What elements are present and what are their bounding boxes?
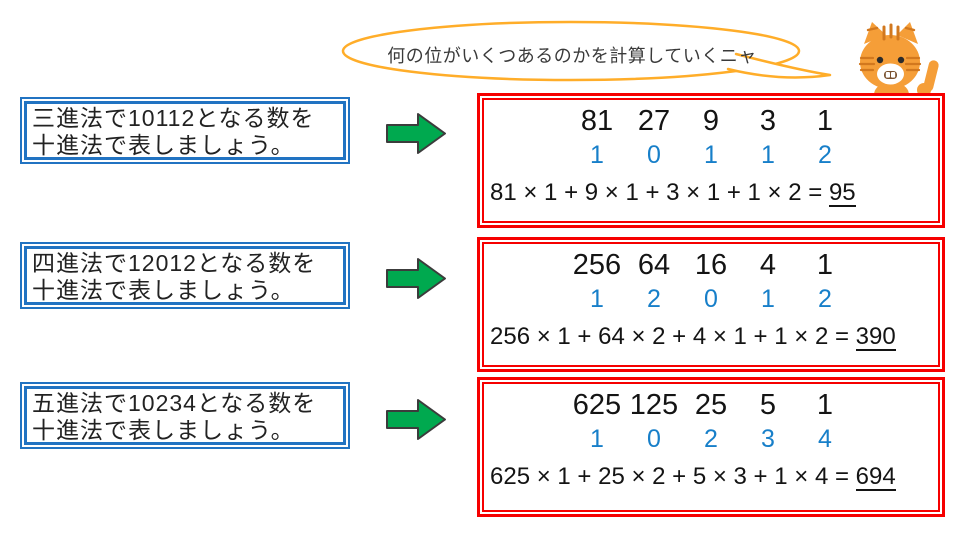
arrow-right-icon [386, 399, 446, 440]
formula-result: 390 [855, 323, 896, 352]
formula-expression: 81 × 1 + 9 × 1 + 3 × 1 + 1 × 2 = [490, 179, 829, 206]
question-box-base4-inner: 四進法で12012となる数を 十進法で表しましょう。 [24, 246, 346, 305]
digits-row: 1 2 0 1 2 [484, 285, 938, 314]
digit: 2 [704, 425, 718, 453]
place-value: 125 [629, 389, 679, 421]
digit: 3 [761, 425, 775, 453]
question-box-base4: 四進法で12012となる数を 十進法で表しましょう。 [20, 242, 350, 309]
digit: 0 [647, 141, 661, 169]
place-value: 27 [637, 105, 671, 137]
answer-box-base5: 625 125 25 5 1 1 0 2 3 4 625 × 1 + 25 × … [477, 377, 945, 517]
question-text-line1: 四進法で12012となる数を [32, 250, 317, 276]
answer-box-base4: 256 64 16 4 1 1 2 0 1 2 256 × 1 + 64 × 2… [477, 237, 945, 372]
formula-expression: 625 × 1 + 25 × 2 + 5 × 3 + 1 × 4 = [490, 463, 856, 490]
answer-box-base4-inner: 256 64 16 4 1 1 2 0 1 2 256 × 1 + 64 × 2… [482, 242, 940, 367]
speech-bubble-shape [341, 20, 832, 82]
formula-expression: 256 × 1 + 64 × 2 + 4 × 1 + 1 × 2 = [490, 323, 856, 350]
place-value: 256 [572, 249, 622, 281]
question-text-line1: 三進法で10112となる数を [32, 105, 315, 131]
digit: 4 [818, 425, 832, 453]
arrow-right-icon [386, 113, 446, 154]
question-text-line2: 十進法で表しましょう。 [32, 132, 295, 158]
place-value: 1 [816, 389, 834, 421]
digit: 2 [818, 285, 832, 313]
place-value: 5 [759, 389, 777, 421]
place-value: 625 [572, 389, 622, 421]
place-value: 25 [694, 389, 728, 421]
digit: 2 [647, 285, 661, 313]
digit: 1 [761, 285, 775, 313]
question-box-base3: 三進法で10112となる数を 十進法で表しましょう。 [20, 97, 350, 164]
conversion-formula: 625 × 1 + 25 × 2 + 5 × 3 + 1 × 4 = 694 [490, 463, 938, 492]
speech-bubble: 何の位がいくつあるのかを計算していくニャ [338, 18, 858, 98]
formula-result: 95 [828, 179, 856, 208]
formula-result: 694 [855, 463, 896, 492]
place-values-row: 81 27 9 3 1 [484, 105, 938, 138]
conversion-formula: 81 × 1 + 9 × 1 + 3 × 1 + 1 × 2 = 95 [490, 179, 938, 208]
speech-bubble-text: 何の位がいくつあるのかを計算していくニャ [387, 46, 757, 66]
question-text-line2: 十進法で表しましょう。 [32, 417, 295, 443]
place-value: 1 [816, 249, 834, 281]
digit: 1 [590, 285, 604, 313]
digit: 1 [590, 425, 604, 453]
place-value: 1 [816, 105, 834, 137]
place-value: 3 [759, 105, 777, 137]
digit: 2 [818, 141, 832, 169]
digit: 0 [647, 425, 661, 453]
digit: 1 [761, 141, 775, 169]
place-value: 4 [759, 249, 777, 281]
place-values-row: 625 125 25 5 1 [484, 389, 938, 422]
digit: 1 [704, 141, 718, 169]
place-value: 9 [702, 105, 720, 137]
place-value: 16 [694, 249, 728, 281]
question-box-base5: 五進法で10234となる数を 十進法で表しましょう。 [20, 382, 350, 449]
question-text-line2: 十進法で表しましょう。 [32, 277, 295, 303]
digit: 1 [590, 141, 604, 169]
place-value: 81 [580, 105, 614, 137]
answer-box-base3: 81 27 9 3 1 1 0 1 1 2 81 × 1 + 9 × 1 + 3… [477, 93, 945, 228]
place-values-row: 256 64 16 4 1 [484, 249, 938, 282]
question-box-base3-inner: 三進法で10112となる数を 十進法で表しましょう。 [24, 101, 346, 160]
digits-row: 1 0 1 1 2 [484, 141, 938, 170]
digits-row: 1 0 2 3 4 [484, 425, 938, 454]
conversion-formula: 256 × 1 + 64 × 2 + 4 × 1 + 1 × 2 = 390 [490, 323, 938, 352]
answer-box-base5-inner: 625 125 25 5 1 1 0 2 3 4 625 × 1 + 25 × … [482, 382, 940, 512]
question-box-base5-inner: 五進法で10234となる数を 十進法で表しましょう。 [24, 386, 346, 445]
digit: 0 [704, 285, 718, 313]
arrow-right-icon [386, 258, 446, 299]
place-value: 64 [637, 249, 671, 281]
question-text-line1: 五進法で10234となる数を [32, 390, 317, 416]
answer-box-base3-inner: 81 27 9 3 1 1 0 1 1 2 81 × 1 + 9 × 1 + 3… [482, 98, 940, 223]
